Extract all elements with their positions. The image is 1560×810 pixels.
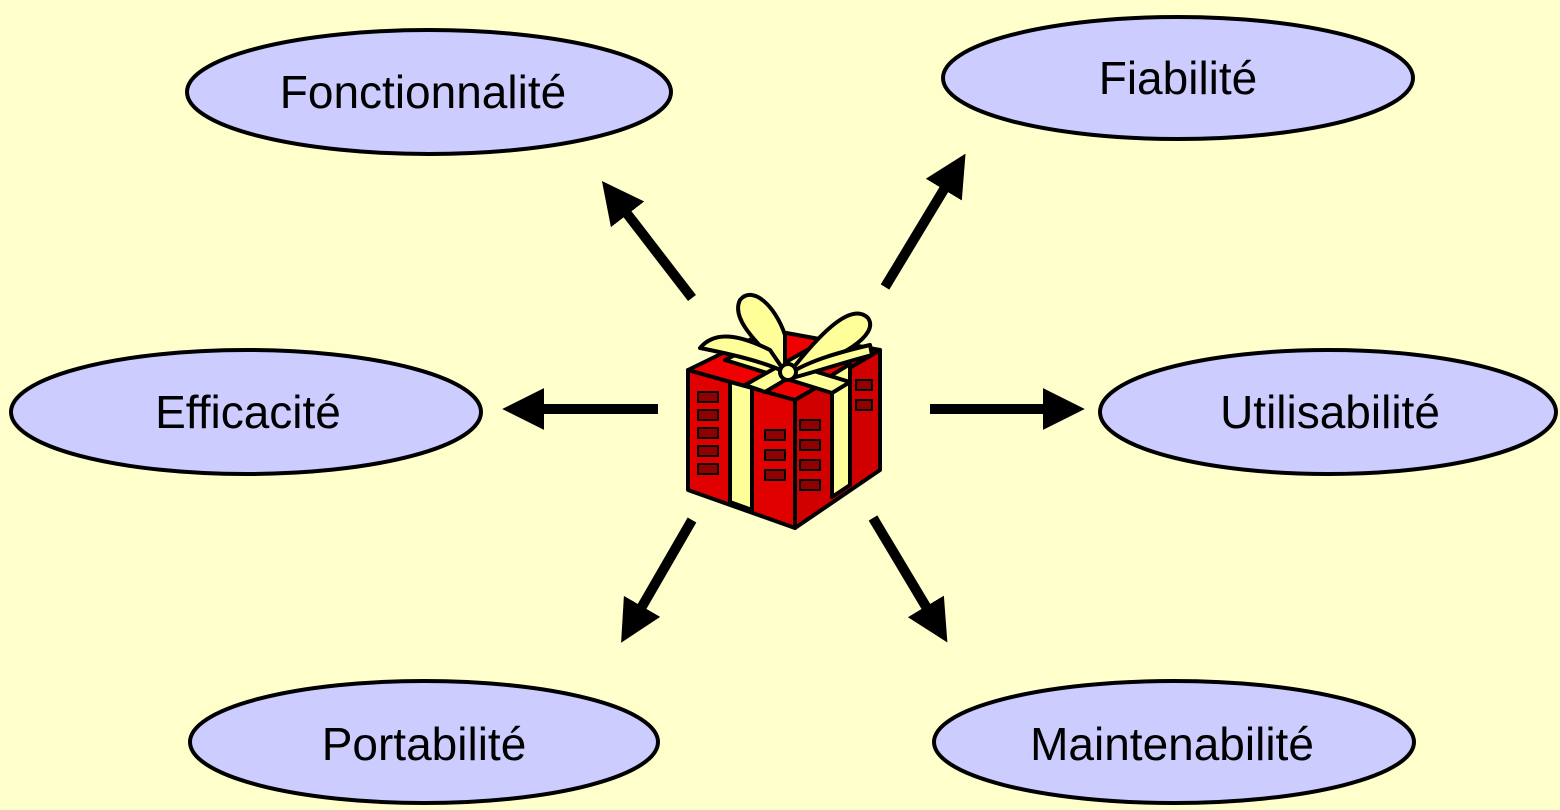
node-efficacite-ellipse xyxy=(9,348,483,476)
node-maintenabilite-label: Maintenabilité xyxy=(1030,718,1314,770)
gift-bow-tail-right xyxy=(790,343,874,380)
arrows xyxy=(502,153,1085,643)
node-fonctionnalite-label: Fonctionnalité xyxy=(280,66,566,118)
node-efficacite-label: Efficacité xyxy=(155,386,341,438)
node-maintenabilite-ellipse xyxy=(932,679,1416,805)
node-efficacite: Efficacité xyxy=(9,348,483,476)
node-fiabilite: Fiabilité xyxy=(941,15,1415,141)
node-portabilite: Portabilité xyxy=(188,679,660,805)
node-fiabilite-ellipse xyxy=(941,15,1415,141)
gift-bow-tail-left xyxy=(698,334,787,374)
arrow-to-maintenabilite xyxy=(868,515,948,643)
node-utilisabilite-ellipse xyxy=(1098,348,1558,476)
gift-bow-knot xyxy=(778,362,798,382)
node-portabilite-ellipse xyxy=(188,679,660,805)
node-maintenabilite: Maintenabilité xyxy=(932,679,1416,805)
node-utilisabilite-label: Utilisabilité xyxy=(1220,386,1440,438)
gift-ribbon-right-vertical xyxy=(830,362,852,499)
arrow-to-portabilite xyxy=(621,517,697,643)
node-fiabilite-label: Fiabilité xyxy=(1099,52,1258,104)
node-fonctionnalite-ellipse xyxy=(185,28,673,156)
arrow-to-fiabilite xyxy=(880,153,966,290)
node-utilisabilite: Utilisabilité xyxy=(1098,348,1558,476)
gift-box-icon xyxy=(686,293,882,530)
arrow-to-fonctionnalite xyxy=(601,181,696,302)
node-fonctionnalite: Fonctionnalité xyxy=(185,28,673,156)
node-portabilite-label: Portabilité xyxy=(322,718,527,770)
gift-ribbon-left-vertical xyxy=(728,380,754,512)
gift-box-stripes xyxy=(697,379,873,491)
